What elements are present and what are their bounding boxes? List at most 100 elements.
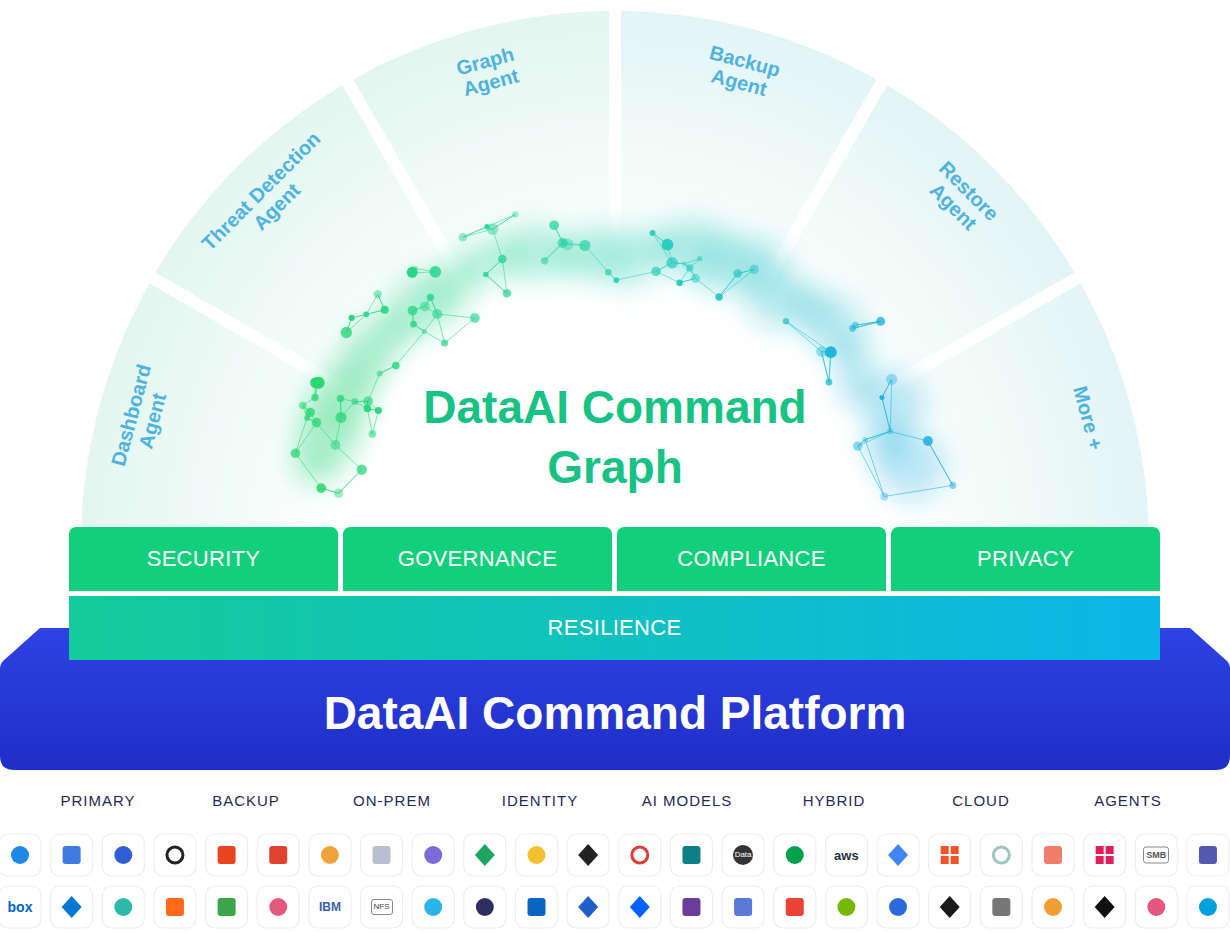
- graph-dot: [816, 346, 827, 357]
- graph-link: [786, 321, 821, 351]
- logo-text: IBM: [319, 901, 341, 913]
- icon-glyph: [630, 896, 650, 918]
- graph-dot: [410, 321, 417, 328]
- graph-link: [882, 397, 890, 431]
- category-label: BACKUP: [212, 792, 280, 809]
- icon-glyph: [786, 898, 804, 916]
- graph-dot: [825, 379, 832, 386]
- integration-icon: [1084, 886, 1126, 928]
- graph-link: [719, 274, 738, 297]
- graph-dot: [363, 311, 369, 317]
- icon-glyph: [992, 898, 1010, 916]
- icon-glyph: [218, 846, 236, 864]
- node-label: RESILIENCE: [548, 615, 682, 641]
- icon-tile: [1032, 834, 1074, 876]
- icon-tile: [206, 886, 248, 928]
- icon-tile: [619, 886, 661, 928]
- category-label: HYBRID: [803, 792, 866, 809]
- graph-dot: [879, 395, 884, 400]
- graph-link: [295, 453, 321, 488]
- graph-dot: [541, 257, 548, 264]
- graph-dot: [876, 317, 885, 326]
- icon-tile: [980, 886, 1022, 928]
- graph-link: [719, 269, 754, 297]
- integration-icon: [670, 834, 712, 876]
- icon-tile: [154, 834, 196, 876]
- category-label: IDENTITY: [502, 792, 578, 809]
- graph-dot: [686, 264, 694, 272]
- icon-glyph: [578, 844, 598, 866]
- graph-dot: [750, 265, 759, 274]
- integration-icon: [1032, 834, 1074, 876]
- node-label: SECURITY: [147, 546, 261, 572]
- icon-tile: [619, 834, 661, 876]
- icon-tile: [670, 886, 712, 928]
- integration-icon: [1187, 834, 1229, 876]
- graph-dot: [337, 395, 344, 402]
- icon-glyph: [424, 846, 442, 864]
- integration-icon: [722, 834, 764, 876]
- graph-dot: [697, 256, 702, 261]
- graph-link: [486, 275, 507, 294]
- integration-icon: [825, 834, 867, 876]
- graph-link: [437, 314, 475, 318]
- graph-dot: [662, 239, 674, 251]
- graph-dot: [498, 255, 507, 264]
- icon-tile: [877, 834, 919, 876]
- logo-text: NFS: [371, 899, 393, 915]
- icon-glyph: [578, 896, 598, 918]
- icon-glyph: [166, 898, 184, 916]
- icon-glyph: [682, 898, 700, 916]
- graph-dot: [613, 277, 619, 283]
- graph-dot: [305, 408, 314, 417]
- integration-icon: [309, 886, 351, 928]
- integration-icon: [877, 886, 919, 928]
- integration-icon: [0, 886, 41, 928]
- graph-link: [295, 418, 307, 453]
- graph-link: [445, 318, 475, 343]
- integration-icon: [567, 886, 609, 928]
- integration-icon: [102, 834, 144, 876]
- integration-icon: [1032, 886, 1074, 928]
- graph-dot: [335, 412, 346, 423]
- icon-tile: [567, 886, 609, 928]
- graph-dot: [682, 261, 687, 266]
- icon-tile: [361, 886, 403, 928]
- icon-glyph: [993, 847, 1009, 863]
- integration-icon: [1135, 834, 1177, 876]
- icon-glyph: [940, 896, 960, 918]
- graph-dot: [949, 482, 956, 489]
- icon-glyph: [528, 898, 546, 916]
- icon-glyph: [476, 898, 494, 916]
- integration-icon: [0, 834, 41, 876]
- graph-dot: [880, 493, 888, 501]
- icon-tile: [929, 834, 971, 876]
- icon-glyph: [218, 898, 236, 916]
- icon-glyph: [734, 898, 752, 916]
- graph-dot: [441, 339, 448, 346]
- graph-dot: [483, 272, 489, 278]
- icon-tile: [516, 834, 558, 876]
- graph-dot: [651, 267, 661, 277]
- graph-dot: [549, 220, 559, 230]
- graph-dot: [357, 464, 367, 474]
- icon-tile: [464, 886, 506, 928]
- icon-tile: [257, 886, 299, 928]
- graph-dot: [330, 440, 340, 450]
- logo-text: aws: [834, 849, 859, 862]
- integration-icon: [774, 834, 816, 876]
- graph-dot: [853, 441, 862, 450]
- integration-icon: [102, 886, 144, 928]
- graph-dot: [369, 430, 377, 438]
- graph-dot: [407, 267, 418, 278]
- category-label: ON-PREM: [353, 792, 431, 809]
- integration-icon: [516, 886, 558, 928]
- graph-link: [858, 446, 885, 496]
- graph-title: DataAI Command Graph: [380, 378, 850, 498]
- icon-glyph: [888, 844, 908, 866]
- graph-dot: [886, 374, 897, 385]
- icon-tile: [0, 834, 41, 876]
- node-label: PRIVACY: [977, 546, 1074, 572]
- icon-glyph: [62, 896, 82, 918]
- graph-link: [865, 431, 890, 439]
